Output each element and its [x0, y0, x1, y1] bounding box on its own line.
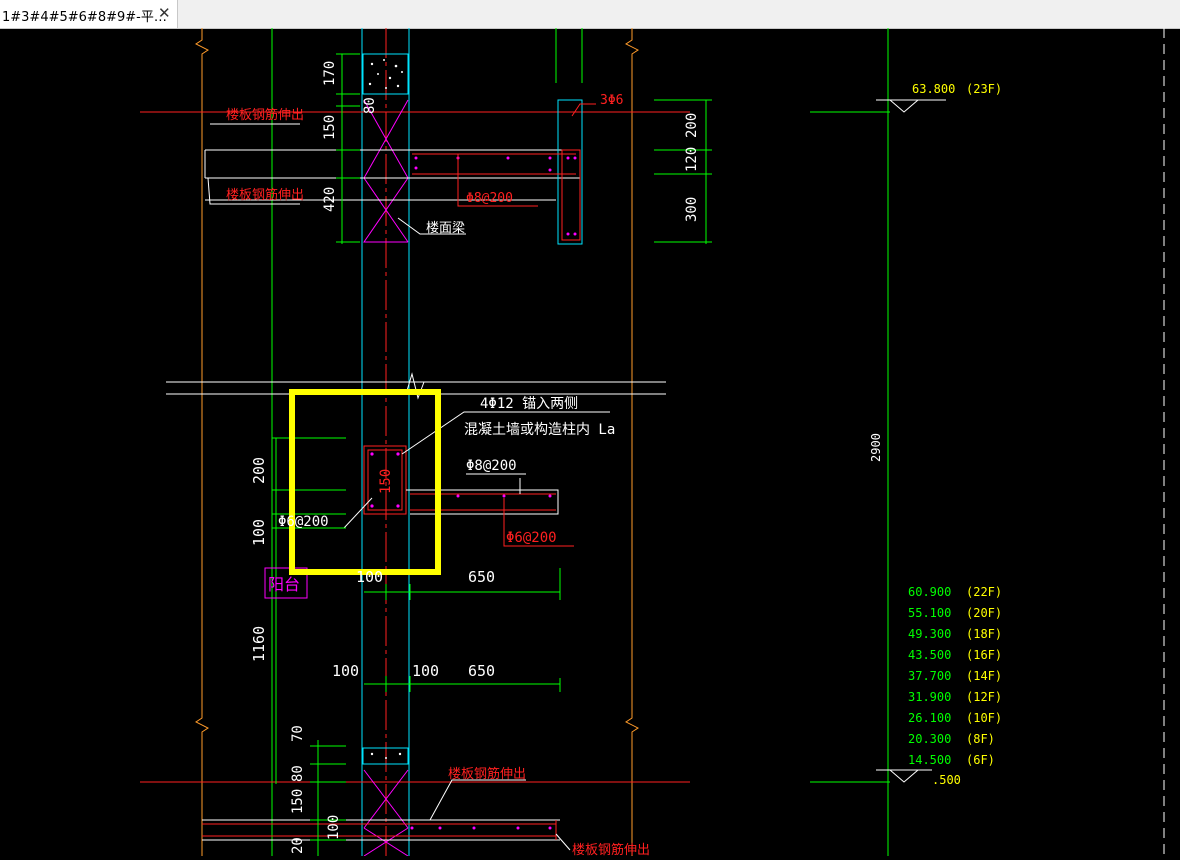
dim-100d: 100 [326, 815, 342, 840]
elev-floor-8: (8F) [966, 732, 995, 746]
dim-170: 170 [322, 61, 338, 86]
phi6-200-left-label: Φ6@200 [278, 514, 329, 530]
tab-title: 1#3#4#5#6#8#9#-平… [2, 10, 167, 25]
elev-value-2: 55.100 [908, 606, 951, 620]
dim-70: 70 [290, 725, 306, 742]
dim-80b: 80 [290, 765, 306, 782]
elev-value-1: 60.900 [908, 585, 951, 599]
elev-value-6: 31.900 [908, 690, 951, 704]
close-icon[interactable]: ✕ [158, 4, 171, 22]
dim-650a: 650 [468, 568, 495, 586]
column-size-label: 150 [378, 469, 394, 494]
dim-120: 120 [684, 147, 700, 172]
dim-100b: 100 [332, 662, 359, 680]
top-slab-section [204, 53, 712, 245]
elev-value-4: 43.500 [908, 648, 951, 662]
drawing-tab[interactable]: 1#3#4#5#6#8#9#-平… ✕ [0, 0, 178, 28]
slab-rebar-label-2: 楼板钢筋伸出 [226, 187, 304, 203]
elev-floor-2: (20F) [966, 606, 1002, 620]
slab-rebar-label-1: 楼板钢筋伸出 [226, 107, 304, 123]
elev-value-9: 14.500 [908, 753, 951, 767]
dim-80: 80 [362, 97, 378, 114]
bar-phi8-label: Φ8@200 [466, 191, 513, 206]
dim-420: 420 [322, 187, 338, 212]
dim-100c: 100 [412, 662, 439, 680]
dim-left-200: 200 [250, 457, 268, 484]
dim-left-100: 100 [250, 519, 268, 546]
elev-value-10: .500 [932, 773, 961, 787]
anchor-into-label: 混凝土墙或构造柱内 La [464, 422, 615, 438]
bar-3phi6-label: 3Φ6 [600, 93, 623, 108]
elev-floor-7: (10F) [966, 711, 1002, 725]
slab-rebar-label-3: 楼板钢筋伸出 [448, 766, 526, 782]
elev-value-5: 37.700 [908, 669, 951, 683]
phi8-200-label: Φ8@200 [466, 458, 517, 474]
grid-lines [140, 28, 1165, 856]
dim-150: 150 [322, 115, 338, 140]
highlight-box [289, 389, 441, 575]
elev-floor-3: (18F) [966, 627, 1002, 641]
elev-floor-5: (14F) [966, 669, 1002, 683]
cad-canvas[interactable]: 楼板钢筋伸出 楼板钢筋伸出 3Φ6 Φ8@200 楼面梁 170 80 150 … [0, 28, 1180, 858]
elevation-list: 63.800 (23F) 60.900 (22F) 55.100 (20F) 4… [908, 82, 1002, 787]
elev-floor-1: (22F) [966, 585, 1002, 599]
tab-bar: 1#3#4#5#6#8#9#-平… ✕ [0, 0, 1180, 29]
column-detail [264, 411, 610, 784]
elev-floor-4: (16F) [966, 648, 1002, 662]
anchor-bars-label: 4Φ12 锚入两侧 [480, 396, 578, 412]
bottom-labels: 楼板钢筋伸出 楼板钢筋伸出 70 80 150 20 100 [290, 725, 650, 858]
dim-150b: 150 [290, 789, 306, 814]
dim-200: 200 [684, 113, 700, 138]
bottom-slab-section [202, 740, 571, 857]
dim-2900: 2900 [869, 433, 883, 462]
dim-300: 300 [684, 197, 700, 222]
middle-labels: 4Φ12 锚入两侧 混凝土墙或构造柱内 La Φ8@200 Φ6@200 Φ6@… [250, 396, 615, 680]
dim-650b: 650 [468, 662, 495, 680]
floor-beam-label: 楼面梁 [426, 221, 465, 236]
elev-value-0: 63.800 [912, 82, 955, 96]
dim-1160: 1160 [250, 626, 268, 662]
top-labels: 楼板钢筋伸出 楼板钢筋伸出 3Φ6 Φ8@200 楼面梁 170 80 150 … [226, 61, 700, 236]
phi6-200-label: Φ6@200 [506, 530, 557, 546]
elev-value-3: 49.300 [908, 627, 951, 641]
elev-floor-9: (6F) [966, 753, 995, 767]
elev-floor-6: (12F) [966, 690, 1002, 704]
dim-100a: 100 [356, 568, 383, 586]
elev-floor-0: (23F) [966, 82, 1002, 96]
dim-20: 20 [290, 837, 306, 854]
cad-drawing: 楼板钢筋伸出 楼板钢筋伸出 3Φ6 Φ8@200 楼面梁 170 80 150 … [140, 28, 1165, 858]
elev-value-7: 26.100 [908, 711, 951, 725]
slab-rebar-label-4: 楼板钢筋伸出 [572, 842, 650, 856]
balcony-label: 阳台 [268, 575, 300, 594]
elevation-markers [876, 99, 946, 783]
elev-value-8: 20.300 [908, 732, 951, 746]
